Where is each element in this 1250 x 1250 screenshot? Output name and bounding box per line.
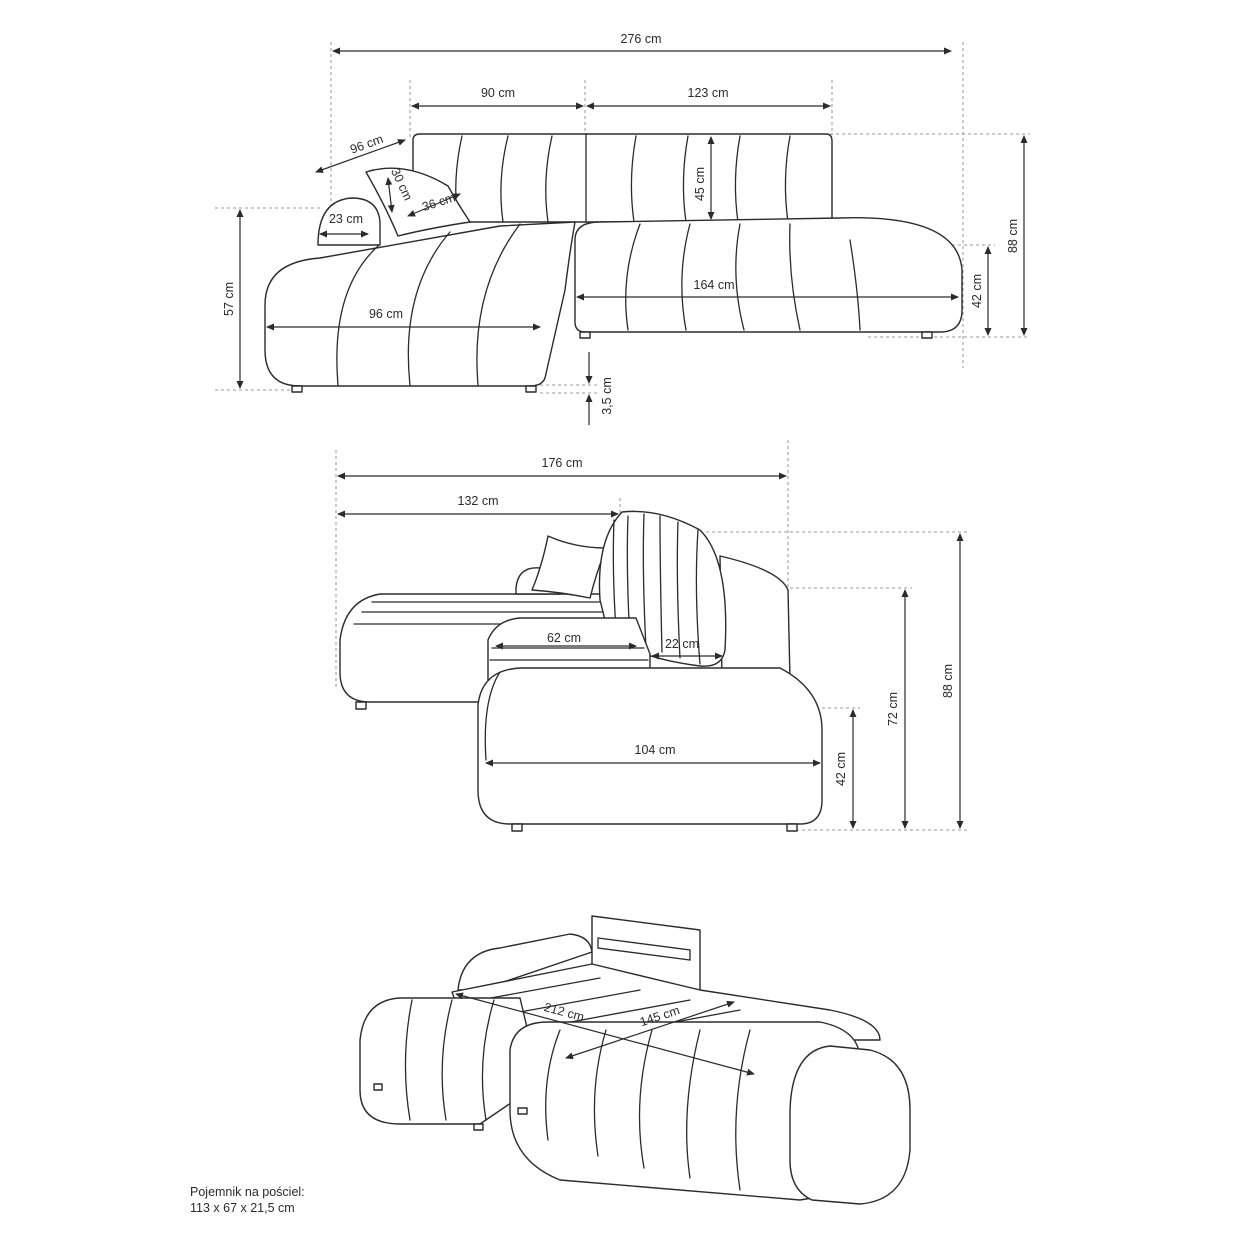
side-view-sofa (335, 440, 968, 832)
dim-total-width: 276 cm (621, 32, 662, 46)
storage-note-title: Pojemnik na pościel: (190, 1185, 305, 1199)
dim-seat-width: 164 cm (694, 278, 735, 292)
dim-side-total-height: 88 cm (941, 664, 955, 698)
dim-chaise-diagonal: 96 cm (348, 132, 385, 157)
dim-side-seat-height: 42 cm (834, 752, 848, 786)
bed-view-sofa (359, 915, 911, 1205)
dim-chaise-length: 96 cm (369, 307, 403, 321)
dim-armrest-width: 23 cm (329, 212, 363, 226)
dim-seat-left-width: 90 cm (481, 86, 515, 100)
dim-total-depth: 176 cm (542, 456, 583, 470)
dim-leg-height: 3,5 cm (600, 377, 614, 415)
dim-chaise-depth: 132 cm (458, 494, 499, 508)
dim-module-depth: 104 cm (635, 743, 676, 757)
storage-note-size: 113 x 67 x 21,5 cm (190, 1201, 295, 1215)
front-view-sofa (215, 42, 1030, 394)
dim-seat-depth: 62 cm (547, 631, 581, 645)
dim-backrest-height: 45 cm (693, 167, 707, 201)
dim-back-height: 72 cm (886, 692, 900, 726)
dim-backrest-depth: 22 cm (665, 637, 699, 651)
dim-total-height: 88 cm (1006, 219, 1020, 253)
storage-note: Pojemnik na pościel: 113 x 67 x 21,5 cm (190, 1184, 305, 1216)
dim-seat-right-width: 123 cm (688, 86, 729, 100)
dim-seat-height: 42 cm (970, 274, 984, 308)
dim-chaise-height: 57 cm (222, 282, 236, 316)
side-view-dimensions: 176 cm 132 cm 62 cm 22 cm 104 cm 42 cm 7… (337, 456, 964, 829)
